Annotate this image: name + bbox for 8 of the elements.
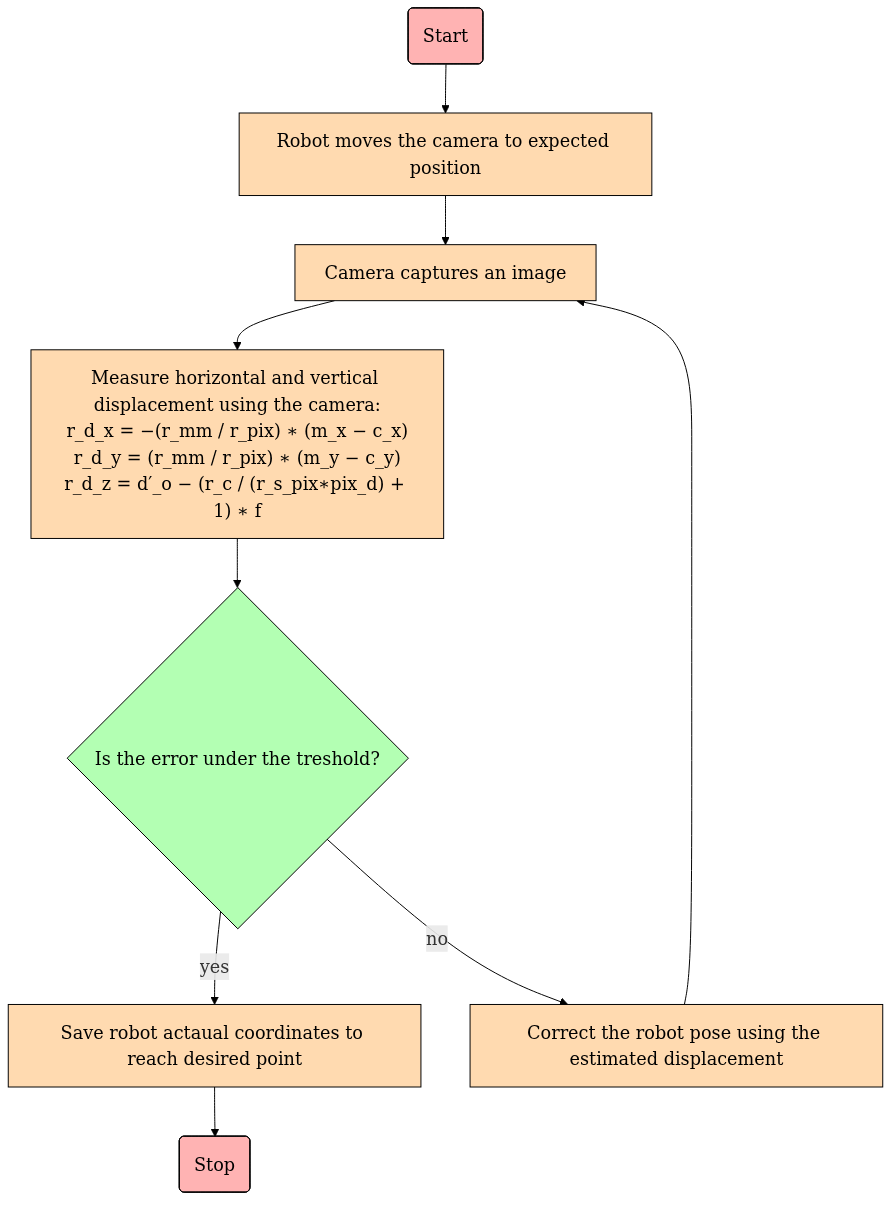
edge-label: no: [426, 928, 449, 949]
node-box: Measure horizontal and vertical displacement using the camera: r_d_x = −(r_mm / r_pix) ∗ (m_x − c_x) r_d_y = (r_mm / r_pix) ∗ (m_y − c_y) r_d_z = d′_o − (r_c / (r_s_pix∗pix_d) + 1) ∗ f: [30, 349, 445, 539]
node-box: Save robot actaual coordinates to reach desired point: [7, 1004, 422, 1088]
node-box: Robot moves the camera to expected position: [238, 112, 653, 196]
edge-label: yes: [199, 956, 230, 977]
node-box: Camera captures an image: [294, 244, 597, 302]
node-diamond: Is the error under the treshold?: [66, 587, 409, 930]
node-box: Correct the robot pose using the estimated displacement: [469, 1004, 884, 1088]
